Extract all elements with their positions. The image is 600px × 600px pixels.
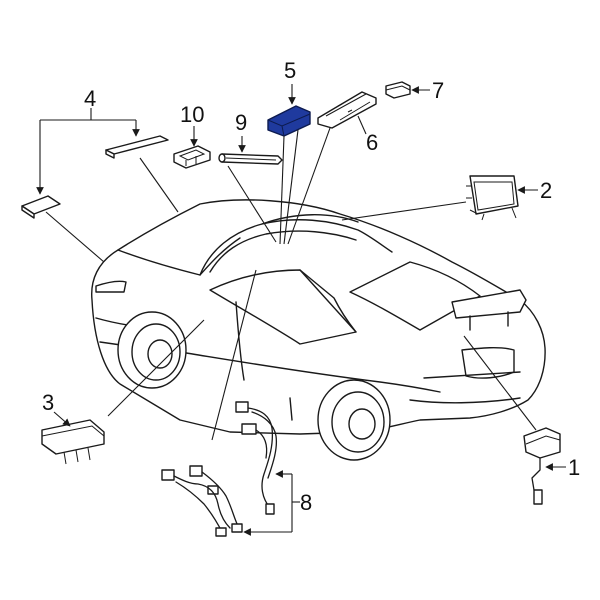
callout-label-7: 7 xyxy=(432,78,444,103)
leader-2 xyxy=(341,201,467,221)
callout-label-4: 4 xyxy=(84,86,96,111)
part-6-bracket[interactable] xyxy=(317,91,377,129)
callout-label-3: 3 xyxy=(42,390,54,415)
callout-arrow-3 xyxy=(53,411,71,427)
part-2-control-module[interactable] xyxy=(466,175,519,221)
callout-pointer-6 xyxy=(357,115,367,135)
part-5-highlighted-module[interactable] xyxy=(267,105,311,137)
leader-5a xyxy=(279,135,285,245)
callout-label-5: 5 xyxy=(284,58,296,83)
part-10-control-unit[interactable] xyxy=(173,145,211,169)
leader-3 xyxy=(107,319,205,417)
callout-label-10: 10 xyxy=(180,102,204,127)
part-4-sensor-panels[interactable] xyxy=(21,135,169,219)
part-9-sensor-bar[interactable] xyxy=(218,153,283,165)
part-1-antenna-module[interactable] xyxy=(523,427,561,505)
leader-1 xyxy=(463,335,537,431)
part-7-connector[interactable] xyxy=(385,81,411,99)
leader-5b xyxy=(283,129,299,245)
leader-9 xyxy=(227,165,277,243)
leader-4b xyxy=(139,157,179,213)
leader-8 xyxy=(211,269,257,441)
leader-4a xyxy=(45,211,105,263)
leader-6 xyxy=(287,127,331,245)
callout-label-8: 8 xyxy=(300,490,312,515)
car-outline xyxy=(91,199,546,461)
callout-label-2: 2 xyxy=(540,178,552,203)
callout-label-9: 9 xyxy=(235,110,247,135)
callout-label-6: 6 xyxy=(366,130,378,155)
part-3-module[interactable] xyxy=(41,419,105,465)
callout-label-1: 1 xyxy=(568,455,580,480)
part-8-wiring-harness[interactable] xyxy=(161,401,278,537)
